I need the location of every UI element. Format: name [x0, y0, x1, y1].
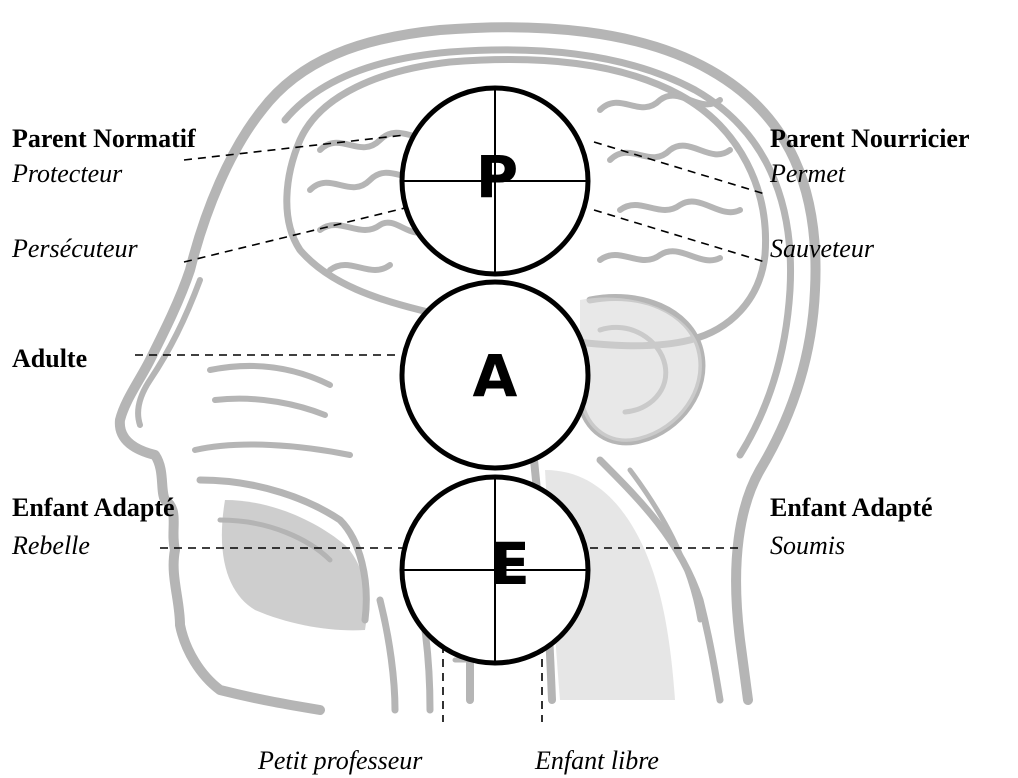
leader-persecuteur [184, 208, 405, 262]
label-protecteur: Protecteur [12, 161, 122, 187]
label-parent-normatif: Parent Normatif [12, 126, 196, 152]
label-enfant-libre: Enfant libre [535, 748, 659, 774]
label-enfant-adapte-left: Enfant Adapté [12, 495, 175, 521]
label-soumis: Soumis [770, 533, 845, 559]
label-petit-professeur: Petit professeur [258, 748, 422, 774]
label-permet: Permet [770, 161, 845, 187]
child-letter: E [490, 530, 530, 598]
label-parent-nourricier: Parent Nourricier [770, 126, 970, 152]
label-enfant-adapte-right: Enfant Adapté [770, 495, 933, 521]
label-rebelle: Rebelle [12, 533, 90, 559]
parent-letter: P [476, 143, 519, 211]
label-persecuteur: Persécuteur [12, 236, 138, 262]
label-sauveteur: Sauveteur [770, 236, 874, 262]
adult-letter: A [473, 342, 518, 410]
label-adulte: Adulte [12, 346, 87, 372]
